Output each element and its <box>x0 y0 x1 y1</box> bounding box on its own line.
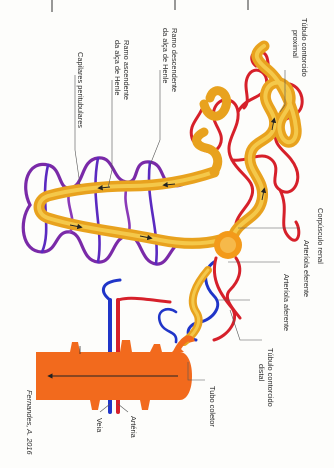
label-ascending-limb-1: Ramo ascendente <box>122 40 131 100</box>
label-proximal-tubule-1: Túbulo contorcido <box>300 18 309 77</box>
label-vein: Veia <box>95 418 104 433</box>
label-capillaries: Capilares peritubulares <box>76 52 85 128</box>
label-renal-corpuscle: Corpúsculo renal <box>316 208 325 264</box>
label-distal-tubule-1: Túbulo contorcido <box>266 348 275 407</box>
label-afferent-arteriole: Arteríola aferente <box>282 274 291 331</box>
label-descending-limb-1: Ramo descendente <box>170 28 179 92</box>
label-artery: Artéria <box>129 416 138 439</box>
collecting-duct <box>36 338 192 410</box>
label-credit: Fernandes, A. 2016 <box>25 390 34 456</box>
label-descending-limb-2: da alça de Henle <box>161 28 170 83</box>
renal-corpuscle <box>214 231 242 259</box>
label-collecting-duct: Tubo coletor <box>208 386 217 427</box>
label-distal-tubule-2: distal <box>257 364 266 382</box>
frame-ticks <box>52 0 248 12</box>
label-proximal-tubule-2: proximal <box>291 30 300 58</box>
label-ascending-limb-2: da alça de Henle <box>113 40 122 95</box>
label-efferent-arteriole: Arteríola eferente <box>302 240 311 297</box>
